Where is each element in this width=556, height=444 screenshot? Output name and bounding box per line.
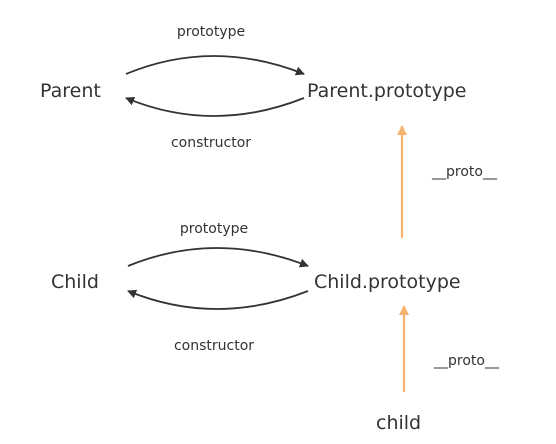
label-child-prototype: prototype	[180, 221, 248, 237]
node-parent: Parent	[40, 80, 101, 102]
label-child-constructor: constructor	[174, 338, 254, 354]
label-child-prototype-proto: __proto__	[431, 164, 498, 180]
node-child: Child	[51, 271, 99, 293]
arrow-parent-to-parent-prototype	[125, 55, 305, 76]
label-child-instance-proto: __proto__	[433, 353, 500, 369]
arrow-child-prototype-to-child	[127, 289, 309, 310]
label-parent-prototype: prototype	[177, 24, 245, 40]
node-child-instance: child	[376, 412, 421, 434]
node-parent-prototype: Parent.prototype	[307, 80, 466, 102]
node-child-prototype: Child.prototype	[314, 271, 461, 293]
label-parent-constructor: constructor	[171, 135, 251, 151]
arrow-parent-prototype-to-parent	[125, 96, 305, 117]
arrow-child-to-child-prototype	[127, 247, 309, 268]
